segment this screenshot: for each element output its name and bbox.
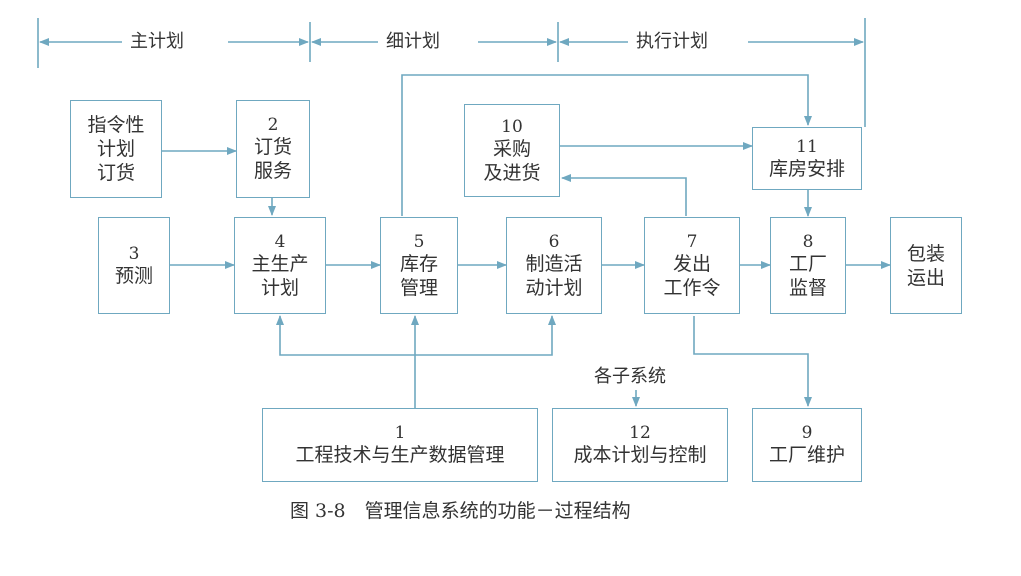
box-pack-ship: 包装运出 [890,217,962,314]
box-number: 7 [686,231,698,252]
subsystems-label: 各子系统 [594,366,666,387]
box-directive-order: 指令性计划订货 [70,100,162,198]
box-text-line: 服务 [253,160,292,182]
box-text-line: 监督 [788,276,827,299]
box-number: 9 [801,423,813,443]
box-number: 8 [802,231,814,252]
box-text-line: 工厂 [788,252,827,275]
phase-label-execution: 执行计划 [630,31,714,53]
box-number: 5 [413,231,425,252]
box-text-line: 发出 [672,252,711,275]
box-number: 6 [548,231,560,252]
connectors [162,74,891,408]
phase-label-detail: 细计划 [380,31,446,53]
box-text-line: 及进货 [483,161,541,184]
box-text-line: 订货 [96,162,135,184]
arrow-7-to-9 [693,316,812,407]
box-number: 2 [267,115,279,135]
box-text-line: 主生产 [251,252,309,275]
box-text-line: 库房安排 [768,157,845,180]
box-text-line: 工作令 [663,276,721,299]
box-text-line: 包装 [906,242,945,265]
box-text-line: 计划 [260,276,299,299]
box-text-line: 工厂维护 [768,444,845,466]
box-text-line: 预测 [114,264,153,287]
box-text-line: 库存 [399,252,438,275]
box-number: 12 [629,423,651,443]
box-text-line: 订货 [253,136,292,158]
box-number: 1 [394,423,406,443]
box-text-line: 工程技术与生产数据管理 [295,444,505,466]
box-number: 4 [274,231,286,252]
box-text-line: 指令性 [87,114,145,136]
box-number: 11 [796,136,818,157]
arrow-5-to-11 [401,74,812,216]
arrow-bus-to-4 [276,315,415,356]
box-text-line: 计划 [96,138,135,160]
phase-label-master: 主计划 [124,31,190,53]
box-text-line: 运出 [906,266,945,289]
figure-caption: 图 3-8 管理信息系统的功能－过程结构 [290,500,631,522]
arrow-bus-to-6 [415,315,556,356]
box-number: 10 [501,116,523,137]
box-number: 3 [128,243,140,264]
arrow-7-to-10 [561,174,687,216]
box-text-line: 采购 [492,137,531,160]
phase-timeline [37,18,866,127]
box-text-line: 成本计划与控制 [573,444,707,466]
box-text-line: 制造活 [525,252,583,275]
box-text-line: 动计划 [525,276,583,299]
box-text-line: 管理 [399,276,438,299]
